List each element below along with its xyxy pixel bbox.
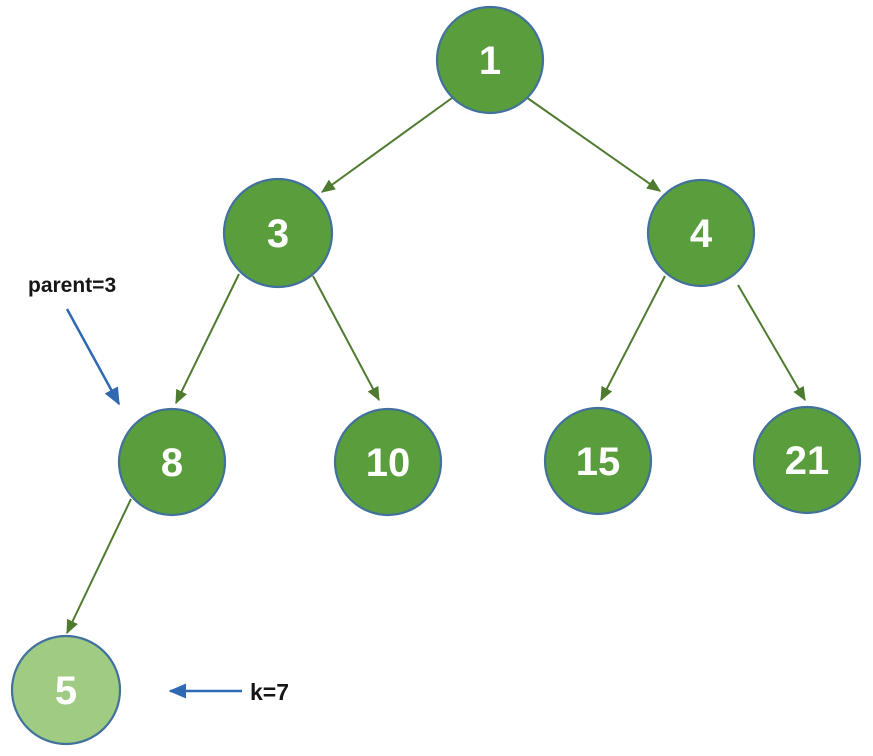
node-circle-4 (646, 178, 756, 288)
node-value-label: 1 (479, 39, 501, 83)
node-value-label: 15 (576, 440, 621, 484)
node-circle-15 (543, 406, 653, 516)
tree-node-3: 3 (222, 177, 334, 289)
edge-n4-to-n21 (737, 284, 806, 402)
parent-annotation-text: parent=3 (28, 274, 116, 297)
tree-node-15: 15 (543, 406, 653, 516)
node-circle-10 (333, 407, 443, 517)
tree-node-10: 10 (333, 407, 443, 517)
edge-n3-to-n10 (312, 275, 380, 402)
tree-nodes: 1 3 4 8 10 15 21 5 (10, 5, 862, 746)
node-circle-21 (752, 405, 862, 515)
node-circle-8 (117, 407, 227, 517)
node-circle-5 (10, 634, 122, 746)
node-circle-3 (222, 177, 334, 289)
annotations: parent=3 k=7 (28, 274, 289, 705)
edge-n3-to-n8 (175, 273, 240, 405)
node-value-label: 3 (267, 212, 289, 256)
k-annotation-text: k=7 (250, 679, 289, 705)
tree-node-8: 8 (117, 407, 227, 517)
edge-n4-to-n15 (600, 275, 666, 402)
edge-n1-to-n4 (525, 96, 661, 192)
tree-node-5: 5 (10, 634, 122, 746)
tree-edges (66, 96, 806, 635)
edge-n1-to-n3 (321, 97, 453, 193)
node-value-label: 10 (366, 441, 411, 485)
tree-node-4: 4 (646, 178, 756, 288)
k-annotation: k=7 (168, 679, 289, 705)
parent-annotation: parent=3 (28, 274, 121, 406)
parent-annotation-arrow-icon (65, 308, 121, 406)
node-value-label: 5 (55, 669, 77, 713)
node-circle-1 (435, 5, 545, 115)
node-value-label: 8 (161, 441, 183, 485)
tree-node-21: 21 (752, 405, 862, 515)
node-value-label: 4 (690, 212, 713, 256)
node-value-label: 21 (785, 439, 830, 483)
tree-node-1: 1 (435, 5, 545, 115)
edge-n8-to-n5 (66, 498, 132, 635)
